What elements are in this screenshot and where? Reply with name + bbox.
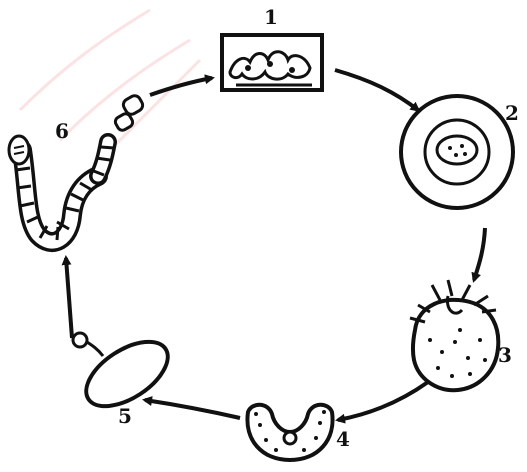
stage-label-6: 6 [55, 119, 69, 143]
segmented-worm-icon [9, 94, 145, 242]
gastrula-icon [247, 405, 332, 460]
stage-2: 2 [401, 96, 519, 208]
stage-1: 1 [222, 5, 322, 90]
arrow-2-to-3 [474, 228, 485, 280]
watermark [20, 10, 200, 150]
stage-label-3: 3 [498, 343, 512, 367]
stage-6: 6 [9, 94, 145, 242]
cell-mass-icon [222, 35, 322, 90]
stage-label-2: 2 [505, 101, 519, 125]
zygote-icon [401, 96, 513, 208]
stage-label-4: 4 [336, 427, 350, 451]
blastula-icon [410, 280, 498, 390]
stage-4: 4 [247, 405, 350, 460]
stage-5: 5 [73, 329, 179, 428]
stage-label-1: 1 [264, 5, 278, 29]
stage-3: 3 [410, 280, 512, 390]
arrow-3-to-4 [338, 382, 428, 420]
arrow-5-to-6 [66, 258, 72, 338]
arrow-1-to-2 [335, 70, 418, 110]
stage-label-5: 5 [118, 404, 132, 428]
arrow-4-to-5 [145, 400, 240, 418]
